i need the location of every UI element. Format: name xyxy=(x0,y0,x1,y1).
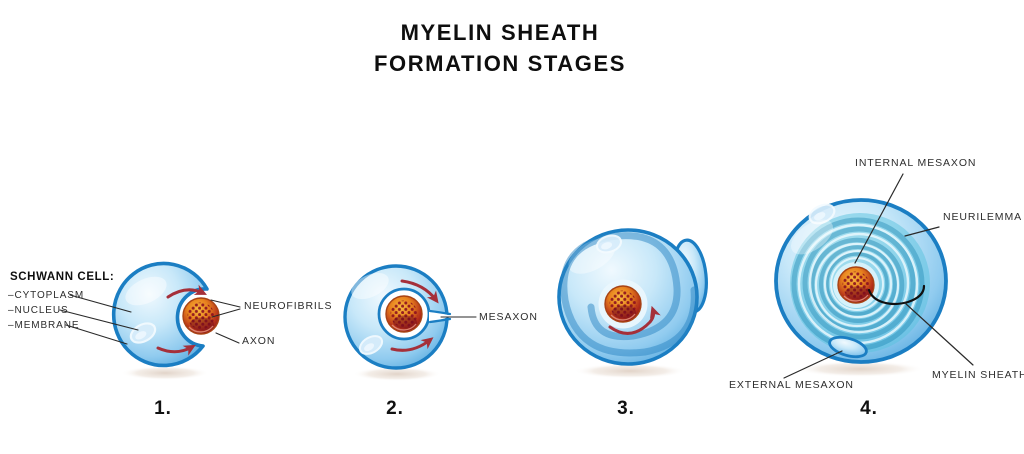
myelin-sheath-label: MYELIN SHEATH xyxy=(932,369,1024,381)
external-mesaxon-pointer-line xyxy=(783,350,843,379)
stage-4-pointer-lines xyxy=(783,173,974,379)
rotation-arrow-top xyxy=(166,284,207,299)
neurofibrils-pointer-line-1 xyxy=(210,299,241,308)
cell-highlight xyxy=(125,276,167,306)
cytoplasm-label: –CYTOPLASM xyxy=(8,290,85,301)
schwann-cell-heading-label: SCHWANN CELL: xyxy=(10,271,115,283)
stage-3-shadow xyxy=(574,363,686,379)
axon-pointer-line xyxy=(215,332,240,344)
page-title: MYELIN SHEATH FORMATION STAGES xyxy=(0,17,1000,79)
stage-3-number: 3. xyxy=(617,398,635,419)
neurofibrils-label: NEUROFIBRILS xyxy=(244,300,333,312)
nucleus-label: –NUCLEUS xyxy=(8,305,69,316)
mesaxon-label: MESAXON xyxy=(479,311,538,323)
internal-mesaxon-label: INTERNAL MESAXON xyxy=(855,157,977,169)
stage-1-pointer-lines xyxy=(59,294,241,345)
axon-shape xyxy=(604,285,642,323)
stage-2-shadow xyxy=(353,367,441,381)
neurofibrils-pointer-line-2 xyxy=(211,308,241,318)
axon-shape xyxy=(385,295,423,333)
rotation-arrow-bottom xyxy=(156,344,196,356)
cell-highlight xyxy=(790,219,834,255)
stage-1-cell xyxy=(59,261,241,380)
stage-1-shadow xyxy=(121,366,209,380)
stage-2-number: 2. xyxy=(386,398,404,419)
membrane-pointer-line xyxy=(65,324,128,345)
stage-4-number: 4. xyxy=(860,398,878,419)
myelin-sheath-bracket-curve xyxy=(867,284,926,306)
nucleus-pointer-line xyxy=(59,309,139,331)
title-line-1: MYELIN SHEATH xyxy=(400,20,600,45)
axon-label: AXON xyxy=(242,335,276,347)
stage-1-number: 1. xyxy=(154,398,172,419)
rotation-arrow xyxy=(608,305,661,335)
membrane-label: –MEMBRANE xyxy=(8,320,80,331)
rotation-arrow-top xyxy=(400,279,439,304)
mesaxon-lip-top xyxy=(428,309,452,316)
stage-4-cell xyxy=(774,173,974,379)
title-line-2: FORMATION STAGES xyxy=(373,51,627,76)
myelin-sheath-pointer-line xyxy=(904,302,974,366)
internal-mesaxon-pointer-line xyxy=(854,173,904,264)
rotation-arrow-bottom xyxy=(390,337,434,352)
external-mesaxon-label: EXTERNAL MESAXON xyxy=(729,379,854,391)
stage-2-cell xyxy=(343,264,477,381)
mesaxon-notch xyxy=(429,310,452,323)
neurilemma-pointer-line xyxy=(904,226,940,237)
axon-shape xyxy=(837,266,875,304)
myelin-light-rings xyxy=(797,223,919,345)
mesaxon-lip-bottom xyxy=(428,317,452,324)
cell-highlight xyxy=(351,272,389,300)
stage-4-shadow xyxy=(796,361,924,377)
neurilemma-label: NEURILEMMA xyxy=(943,211,1023,223)
cytoplasm-pointer-line xyxy=(69,294,132,313)
stage-3-cell xyxy=(557,228,708,379)
